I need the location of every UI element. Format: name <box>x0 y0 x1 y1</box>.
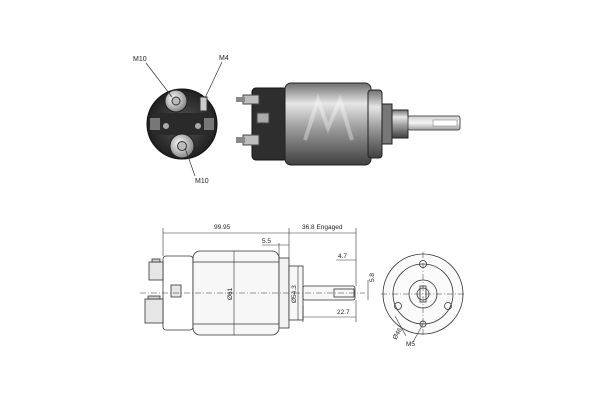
photo-side-view <box>236 82 461 166</box>
dimension-labels: 99.95 36.8 Engaged 5.5 Ø61 Ø54.3 22.7 4.… <box>214 224 376 316</box>
photo-callouts: M10 M4 M10 <box>133 55 229 185</box>
callout-m4: M4 <box>219 55 229 62</box>
dim-body-dia: Ø61 <box>227 287 234 300</box>
photo-end-view <box>146 88 218 160</box>
callout-m10-top: M10 <box>133 56 147 63</box>
callout-m10-bottom: M10 <box>195 178 209 185</box>
tech-front-view <box>381 252 465 343</box>
dim-engaged: 36.8 Engaged <box>302 224 343 231</box>
dim-slot-height: 5.8 <box>369 273 376 282</box>
m4-terminal <box>199 96 208 112</box>
dim-nose-dia: Ø54.3 <box>291 285 298 303</box>
dim-overall-length: 99.95 <box>214 224 231 231</box>
dimension-lines <box>162 228 369 335</box>
dim-plunger-length: 22.7 <box>337 309 350 316</box>
dim-flange-gap: 5.5 <box>262 238 271 245</box>
dim-slot-width: 4.7 <box>338 253 347 260</box>
bolt-hole-left <box>394 302 402 310</box>
bolt-hole-right <box>444 302 452 310</box>
tech-side-view <box>140 250 365 336</box>
callout-m5: M5 <box>406 341 415 348</box>
